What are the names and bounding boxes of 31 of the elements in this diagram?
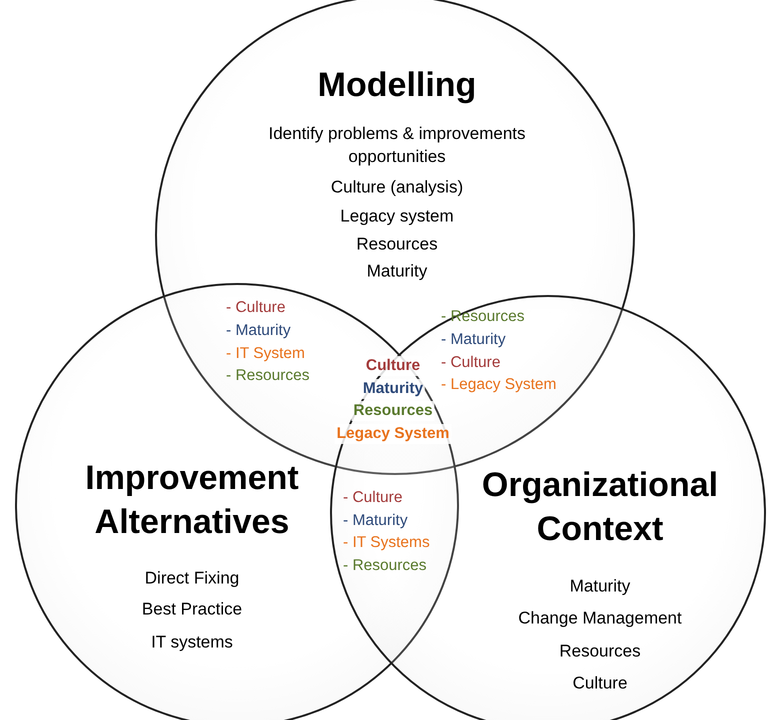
circle-item: Resources <box>558 640 642 662</box>
circle-item: Best Practice <box>140 598 244 620</box>
circle-item: Maturity <box>568 576 632 598</box>
list-item: - Maturity <box>441 330 506 350</box>
circle-item: Direct Fixing <box>144 568 240 590</box>
list-item: - Legacy System <box>441 375 556 395</box>
circle-title: Improvement Alternatives <box>84 458 300 543</box>
circle-title: Organizational Context <box>480 465 720 550</box>
circle-item: Culture (analysis) <box>330 176 464 198</box>
list-item: - Culture <box>226 298 286 318</box>
list-item: - IT Systems <box>343 533 430 553</box>
list-item: Legacy System <box>334 424 452 444</box>
list-item: - IT System <box>226 344 305 364</box>
list-item: - Resources <box>226 366 310 386</box>
circle-item: Change Management <box>517 608 683 630</box>
list-item: - Maturity <box>343 511 408 531</box>
circle-item: Culture <box>572 672 628 694</box>
circle-title: Modelling <box>316 65 478 106</box>
list-item: - Culture <box>441 353 500 373</box>
list-item: Culture <box>364 356 422 376</box>
circle-item: Identify problems & improvements opportunities <box>268 123 526 168</box>
list-item: - Resources <box>441 307 525 327</box>
list-item: Resources <box>351 401 435 421</box>
list-item: - Resources <box>343 556 427 576</box>
circle-item: Legacy system <box>339 206 455 228</box>
list-item: - Maturity <box>226 321 291 341</box>
circle-item: IT systems <box>150 632 234 654</box>
list-item: Maturity <box>360 379 426 399</box>
circle-item: Maturity <box>366 260 428 282</box>
list-item: - Culture <box>343 488 402 508</box>
circle-item: Resources <box>355 234 439 256</box>
